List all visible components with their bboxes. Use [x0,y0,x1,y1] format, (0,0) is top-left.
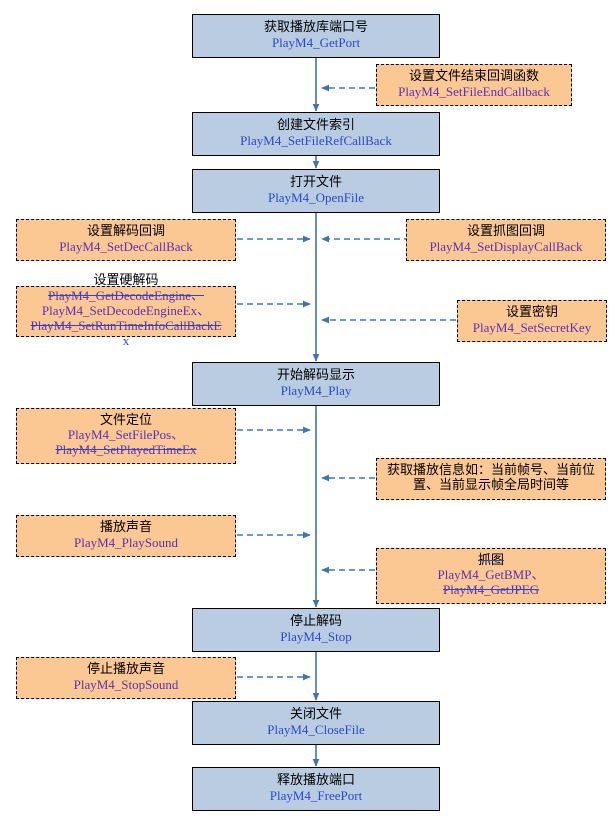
node-play-sound[interactable]: 播放声音 PlayM4_PlaySound [16,515,236,557]
node-play[interactable]: 开始解码显示 PlayM4_Play [192,362,440,406]
node-hard-decode-api-3: PlayM4_SetRunTimeInfoCallBackE [30,317,222,333]
node-close-file[interactable]: 关闭文件 PlayM4_CloseFile [192,701,440,745]
node-close-file-api: PlayM4_CloseFile [267,722,365,738]
node-set-display-callback[interactable]: 设置抓图回调 PlayM4_SetDisplayCallBack [406,219,606,261]
node-play-sound-label: 播放声音 [99,520,152,535]
node-get-port-api: PlayM4_GetPort [271,35,361,51]
node-hard-decode[interactable]: PlayM4_GetDecodeEngine、 PlayM4_SetDecode… [16,286,236,337]
node-set-secret-key-api: PlayM4_SetSecretKey [472,320,592,336]
node-open-file-label: 打开文件 [289,175,342,190]
node-stop-api: PlayM4_Stop [280,629,352,645]
node-capture-api-1: PlayM4_GetBMP、 [437,567,545,583]
node-play-label: 开始解码显示 [276,368,355,383]
node-play-sound-api: PlayM4_PlaySound [73,535,178,551]
node-stop-sound-api: PlayM4_StopSound [73,677,179,693]
node-set-file-end-callback-label: 设置文件结束回调函数 [408,69,539,84]
node-stop-label: 停止解码 [289,614,342,629]
node-file-pos[interactable]: 文件定位 PlayM4_SetFilePos、 PlayM4_SetPlayed… [16,408,236,465]
node-free-port[interactable]: 释放播放端口 PlayM4_FreePort [192,767,440,811]
node-stop-sound[interactable]: 停止播放声音 PlayM4_StopSound [16,657,236,699]
node-open-file[interactable]: 打开文件 PlayM4_OpenFile [192,169,440,213]
node-set-dec-callback-api: PlayM4_SetDecCallBack [59,239,193,255]
node-set-file-ref-callback[interactable]: 创建文件索引 PlayM4_SetFileRefCallBack [192,112,440,156]
node-stop-sound-label: 停止播放声音 [86,662,165,677]
node-open-file-api: PlayM4_OpenFile [267,190,365,206]
node-close-file-label: 关闭文件 [289,707,342,722]
node-free-port-label: 释放播放端口 [276,773,355,788]
node-set-file-end-callback[interactable]: 设置文件结束回调函数 PlayM4_SetFileEndCallback [376,64,572,106]
node-stop[interactable]: 停止解码 PlayM4_Stop [192,608,440,652]
node-play-info[interactable]: 获取播放信息如：当前帧号、当前位置、当前显示帧全局时间等 [376,458,606,500]
node-hard-decode-api-4: x [122,333,130,348]
node-capture-api-2: PlayM4_GetJPEG [442,582,540,598]
node-set-file-end-callback-api: PlayM4_SetFileEndCallback [398,84,550,100]
node-get-port-label: 获取播放库端口号 [263,20,368,35]
node-set-file-ref-callback-api: PlayM4_SetFileRefCallBack [240,133,392,149]
node-hard-decode-api-2: PlayM4_SetDecodeEngineEx、 [41,302,211,318]
node-hard-decode-caption: 设置硬解码 [93,273,159,288]
node-file-pos-label: 文件定位 [99,413,152,428]
node-set-dec-callback-label: 设置解码回调 [86,224,165,239]
node-file-pos-api-2: PlayM4_SetPlayedTimeEx [55,442,197,458]
node-set-display-callback-api: PlayM4_SetDisplayCallBack [429,239,583,255]
node-play-api: PlayM4_Play [280,383,352,399]
node-get-port[interactable]: 获取播放库端口号 PlayM4_GetPort [192,14,440,58]
node-capture-label: 抓图 [477,553,504,568]
node-hard-decode-api-1: PlayM4_GetDecodeEngine、 [48,288,204,303]
node-capture[interactable]: 抓图 PlayM4_GetBMP、 PlayM4_GetJPEG [376,548,606,605]
node-free-port-api: PlayM4_FreePort [269,788,363,804]
node-file-pos-api-1: PlayM4_SetFilePos、 [67,427,185,443]
node-set-dec-callback[interactable]: 设置解码回调 PlayM4_SetDecCallBack [16,219,236,261]
node-set-file-ref-callback-label: 创建文件索引 [276,118,355,133]
node-play-info-label: 获取播放信息如：当前帧号、当前位置、当前显示帧全局时间等 [386,463,595,494]
node-set-secret-key-label: 设置密钥 [505,305,558,320]
node-set-secret-key[interactable]: 设置密钥 PlayM4_SetSecretKey [457,300,607,342]
node-set-display-callback-label: 设置抓图回调 [466,224,545,239]
